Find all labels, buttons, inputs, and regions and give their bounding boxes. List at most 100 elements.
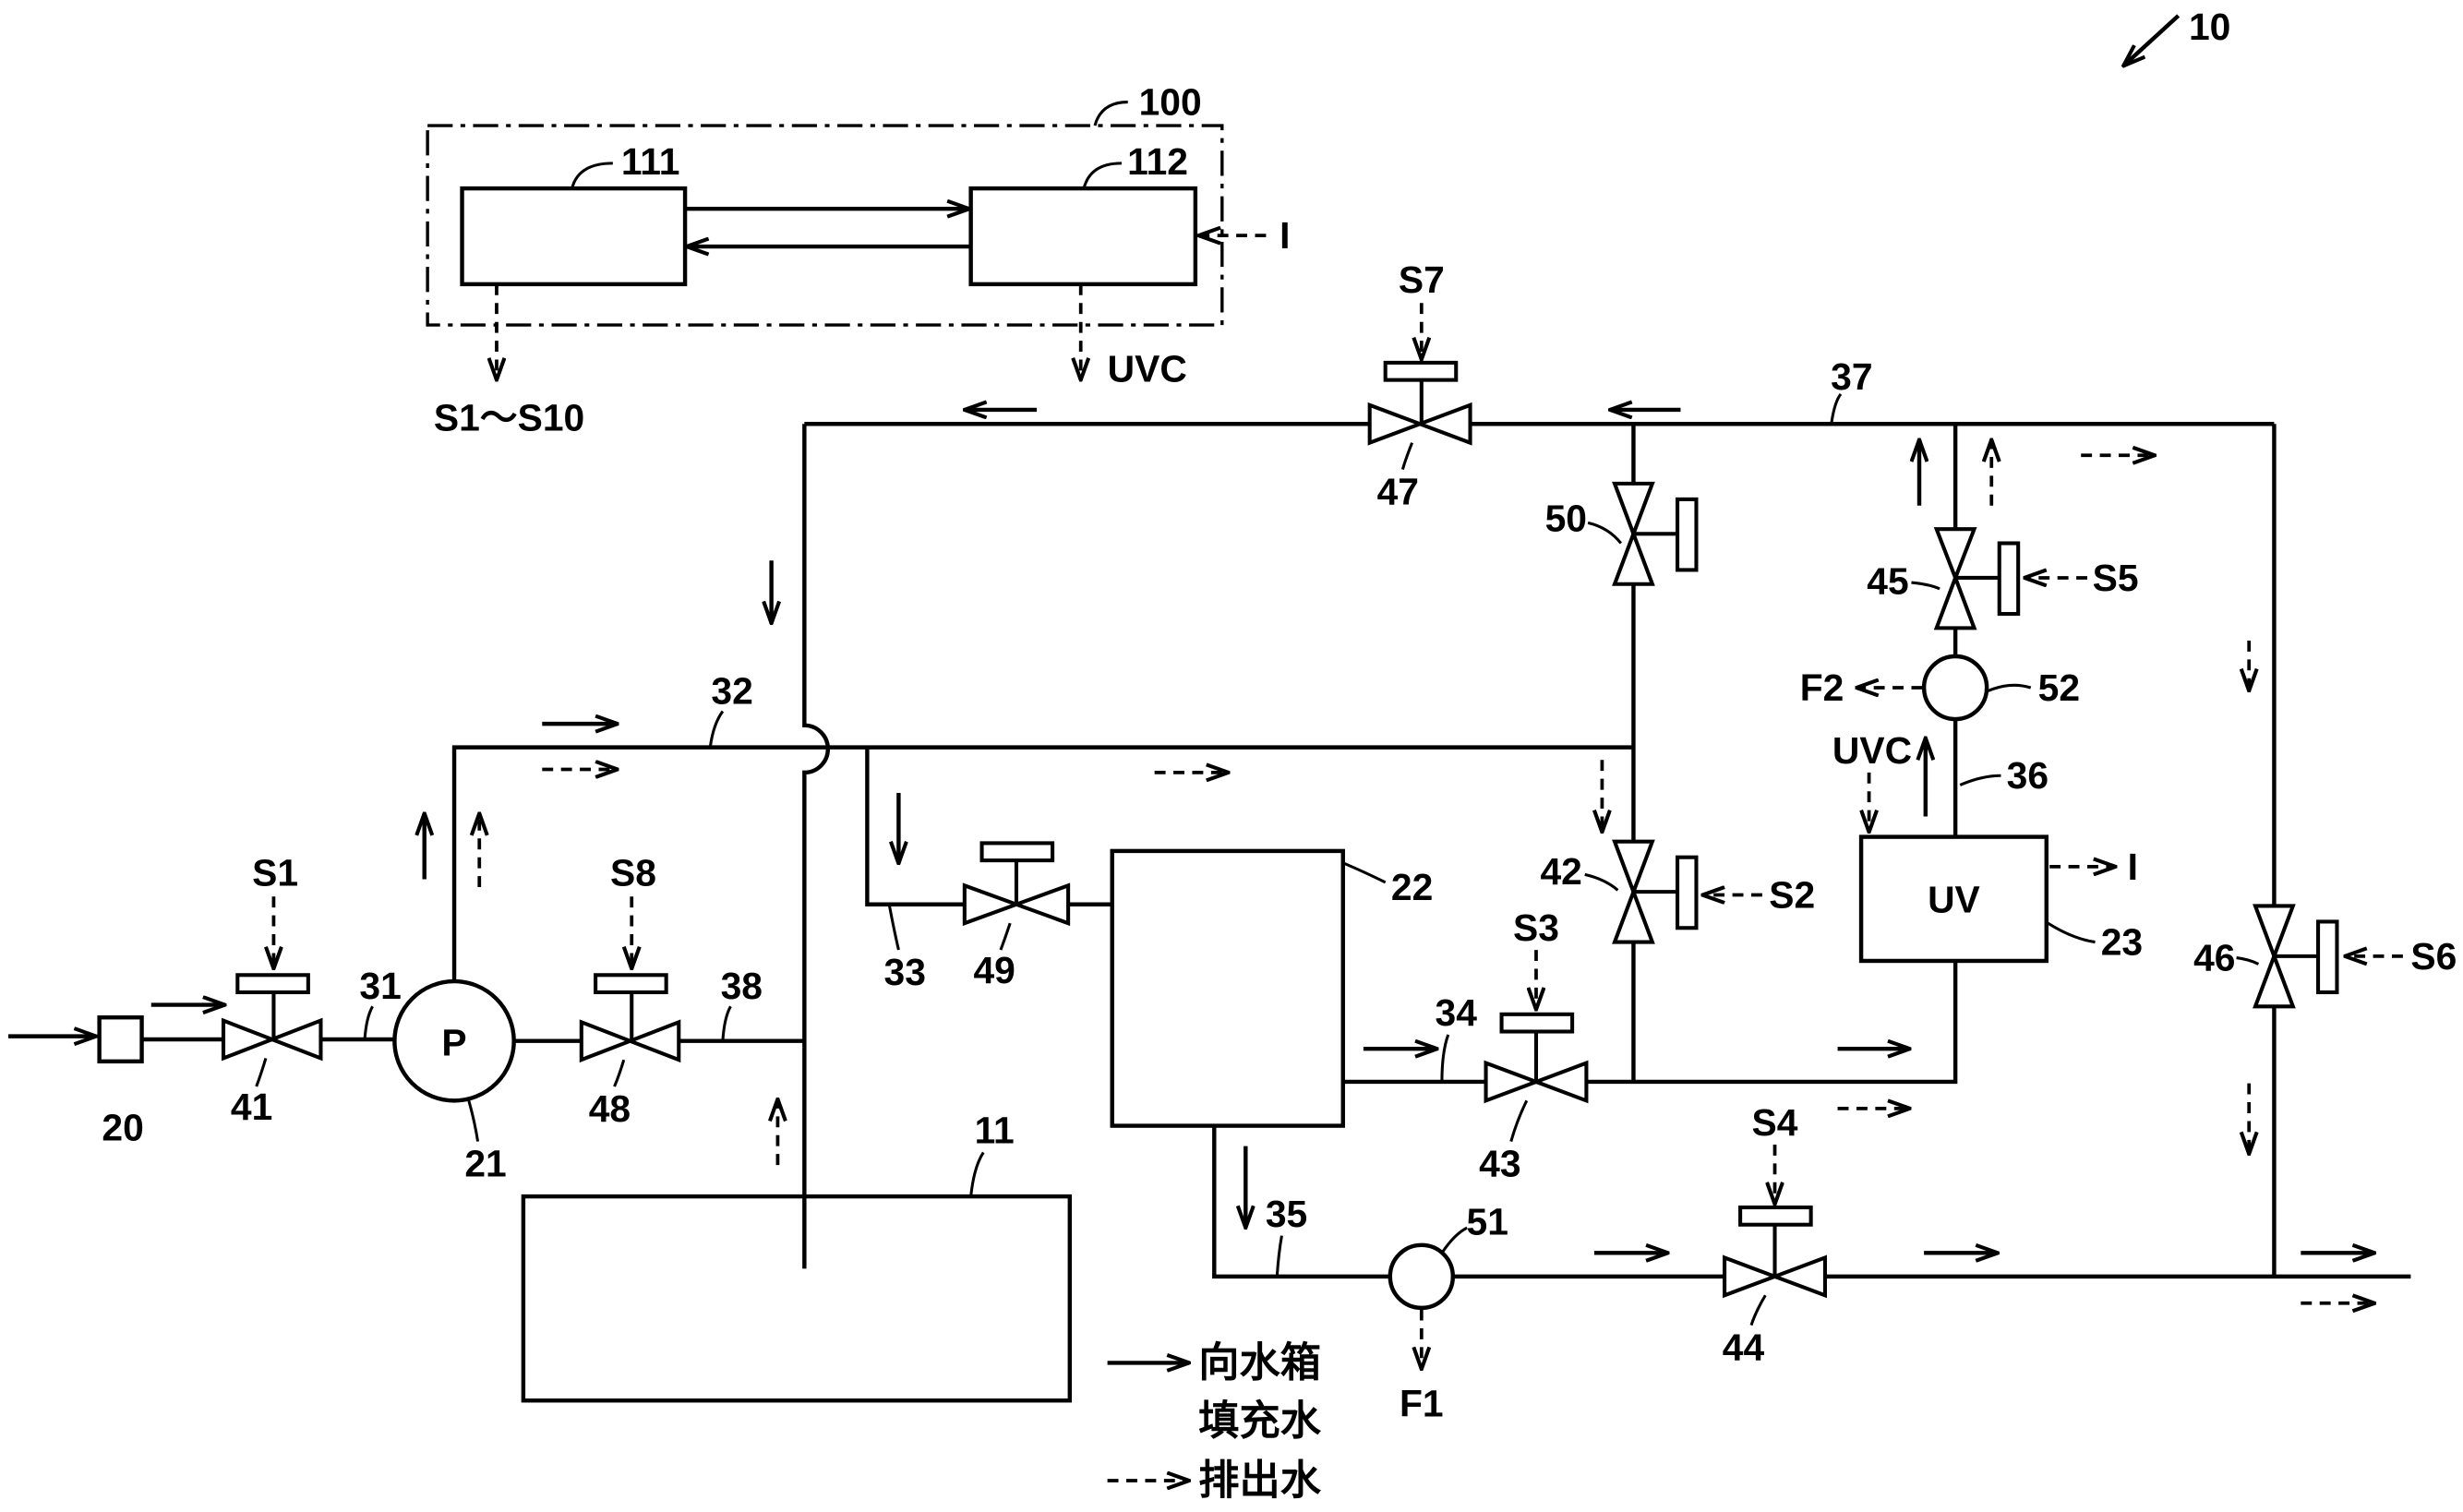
tank-22-leader bbox=[1343, 862, 1387, 884]
figure-ref-label: 10 bbox=[2189, 6, 2230, 48]
pipe-37-leader bbox=[1830, 392, 1843, 425]
uv-unit-label: 23 bbox=[2101, 921, 2143, 964]
valve-42-signal-label: S2 bbox=[1769, 874, 1815, 917]
controller-100: 100 111 112 I S1～S10 UVC bbox=[426, 81, 1291, 438]
pipe-33 bbox=[865, 747, 1112, 906]
valve-43-signal-label: S3 bbox=[1513, 906, 1559, 949]
valve-49-leader bbox=[999, 922, 1012, 951]
tank-22: 22 bbox=[1110, 848, 1433, 1128]
valve-46-signal-label: S6 bbox=[2410, 935, 2457, 978]
valve-46: S6 46 bbox=[2193, 904, 2457, 1009]
valve-47-signal-label: S7 bbox=[1399, 258, 1445, 301]
pipe-32-label: 32 bbox=[711, 669, 752, 712]
uv-unit-uvc-label: UVC bbox=[1832, 729, 1912, 772]
unit-112-leader bbox=[1082, 162, 1122, 189]
valve-45-actuator bbox=[1997, 541, 2021, 617]
valve-50-leader bbox=[1587, 521, 1623, 545]
meter-52-circle bbox=[1921, 654, 1989, 722]
valve-45-body-top bbox=[1933, 527, 1977, 583]
inlet-unit-label: 20 bbox=[102, 1106, 143, 1148]
valve-45-label: 45 bbox=[1867, 559, 1908, 602]
valve-47-actuator bbox=[1383, 360, 1459, 382]
meter-52: 52 F2 bbox=[1800, 654, 2080, 722]
legend-fill-line2: 填充水 bbox=[1198, 1398, 1321, 1445]
pump-label: 21 bbox=[464, 1142, 506, 1184]
valve-41-leader bbox=[255, 1057, 268, 1087]
valve-42-body-top bbox=[1612, 839, 1655, 897]
valve-44: S4 44 bbox=[1723, 1101, 1827, 1368]
valve-47-body-left bbox=[1367, 402, 1425, 446]
valve-47-body-right bbox=[1414, 402, 1472, 446]
valve-48-body-right bbox=[624, 1019, 681, 1063]
figure-ref-arrow bbox=[2123, 14, 2181, 66]
meter-51-leader bbox=[1440, 1226, 1468, 1254]
uv-unit-symbol: UV bbox=[1928, 879, 1980, 921]
valve-45-body-bottom bbox=[1933, 572, 1977, 630]
valve-48: S8 48 bbox=[579, 852, 681, 1130]
controller-boundary bbox=[426, 124, 1224, 327]
valve-43: S3 43 bbox=[1479, 906, 1589, 1184]
valve-47-leader bbox=[1400, 442, 1414, 471]
valve-42-actuator bbox=[1676, 855, 1699, 930]
pipe-34-label: 34 bbox=[1436, 991, 1478, 1034]
fill-flow-arrows bbox=[150, 410, 2375, 1253]
valve-46-label: 46 bbox=[2193, 937, 2235, 979]
valve-46-leader bbox=[2236, 956, 2260, 966]
valve-41-body-right bbox=[267, 1017, 323, 1062]
pipe-32 bbox=[451, 745, 1634, 982]
pump-leader bbox=[466, 1098, 480, 1142]
valve-43-leader bbox=[1509, 1099, 1529, 1143]
valve-42-label: 42 bbox=[1540, 850, 1581, 893]
pipe-35-leader bbox=[1275, 1235, 1283, 1277]
valve-44-actuator bbox=[1738, 1205, 1813, 1227]
legend-drain-label: 排出水 bbox=[1198, 1457, 1321, 1504]
uv-unit-signal-label: I bbox=[2128, 846, 2138, 888]
drain-flow-arrows bbox=[479, 439, 2374, 1303]
pipe-38-leader bbox=[721, 1005, 732, 1041]
valve-42-leader bbox=[1584, 872, 1619, 892]
pipe-35 bbox=[1212, 1125, 2411, 1279]
valve-45-signal-label: S5 bbox=[2093, 557, 2139, 599]
meter-52-output-label: F2 bbox=[1800, 666, 1844, 709]
valve-41-signal-label: S1 bbox=[252, 852, 298, 894]
valve-44-body-left bbox=[1723, 1254, 1781, 1299]
pipe-31-leader bbox=[363, 1005, 374, 1040]
valve-45-leader bbox=[1911, 581, 1940, 591]
tank-11: 11 bbox=[521, 1110, 1073, 1403]
unit-112-label: 112 bbox=[1127, 140, 1188, 183]
valve-49-actuator bbox=[979, 841, 1055, 863]
pipe-33-label: 33 bbox=[884, 951, 926, 993]
valve-49-label: 49 bbox=[973, 949, 1015, 991]
tank-22-body bbox=[1110, 848, 1345, 1128]
controller-leader bbox=[1093, 101, 1128, 126]
valve-44-signal-label: S4 bbox=[1752, 1101, 1798, 1144]
valve-47: S7 47 bbox=[1367, 258, 1472, 512]
pipe-35-label: 35 bbox=[1266, 1193, 1307, 1235]
inlet-unit-block bbox=[97, 1014, 144, 1064]
valve-43-label: 43 bbox=[1479, 1142, 1520, 1184]
valve-41: S1 41 bbox=[221, 852, 323, 1128]
pipe-32-leader bbox=[708, 710, 725, 748]
valve-46-body-top bbox=[2253, 904, 2296, 962]
valve-48-label: 48 bbox=[589, 1087, 631, 1130]
meter-51: 51 F1 bbox=[1388, 1200, 1508, 1425]
valve-43-body-right bbox=[1531, 1060, 1589, 1104]
valve-42: S2 42 bbox=[1540, 839, 1815, 944]
tank-11-body bbox=[521, 1194, 1073, 1403]
valve-41-label: 41 bbox=[231, 1086, 272, 1128]
pipe-37-label: 37 bbox=[1831, 355, 1872, 398]
inlet-unit-20: 20 bbox=[7, 1014, 144, 1148]
valve-46-actuator bbox=[2316, 919, 2339, 995]
pump-circle bbox=[392, 978, 516, 1103]
valve-42-body-bottom bbox=[1612, 886, 1655, 944]
valve-48-body-left bbox=[579, 1019, 636, 1063]
pipe-33-leader bbox=[887, 904, 900, 951]
pipe-31-label: 31 bbox=[359, 965, 401, 1007]
legend: 向水箱 填充水 排出水 bbox=[1107, 1339, 1322, 1504]
tank-22-label: 22 bbox=[1391, 866, 1433, 908]
valve-45: S5 45 bbox=[1867, 527, 2139, 630]
valve-50: 50 bbox=[1545, 481, 1699, 586]
meter-51-output-label: F1 bbox=[1400, 1383, 1444, 1425]
valve-43-body-left bbox=[1484, 1060, 1542, 1104]
